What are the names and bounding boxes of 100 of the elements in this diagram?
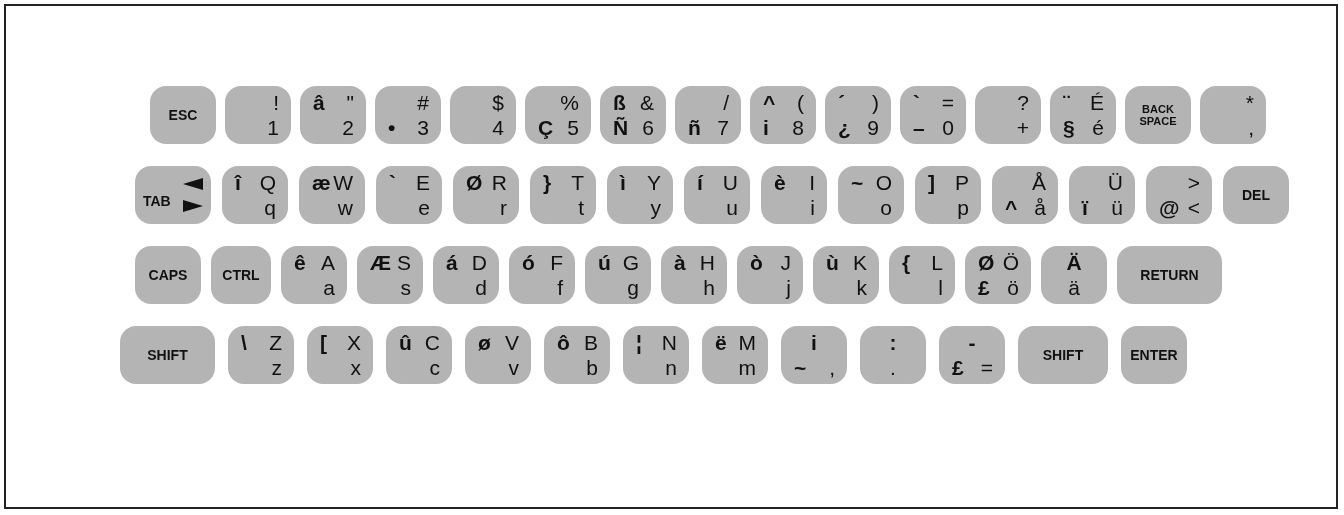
key-cap bbox=[965, 246, 1031, 304]
key-cap bbox=[1200, 86, 1266, 144]
key-legend: q bbox=[264, 197, 276, 219]
key-legend: V bbox=[505, 332, 519, 354]
key-legend: £ bbox=[952, 357, 964, 379]
key-legend: e bbox=[418, 197, 430, 219]
key-legend: * bbox=[1245, 92, 1254, 114]
key-cap bbox=[433, 246, 499, 304]
key-legend: Ø bbox=[466, 172, 483, 194]
key-legend: Ç bbox=[538, 117, 554, 139]
key-legend: x bbox=[350, 357, 361, 379]
key-cap bbox=[1117, 246, 1222, 304]
key-legend: ü bbox=[1111, 197, 1123, 219]
key-cap bbox=[675, 86, 741, 144]
key-label: ESC bbox=[168, 107, 198, 123]
key-legend: j bbox=[786, 277, 791, 299]
key-legend: + bbox=[1016, 117, 1029, 139]
key-legend: â bbox=[313, 92, 325, 114]
key-legend: è bbox=[774, 172, 786, 194]
key-cap bbox=[135, 166, 211, 224]
key-legend: P bbox=[955, 172, 969, 194]
key-legend: î bbox=[235, 172, 241, 194]
key-label: CAPS bbox=[148, 267, 188, 283]
key-cap bbox=[992, 166, 1058, 224]
key-legend: ì bbox=[620, 172, 626, 194]
key-legend: 1 bbox=[267, 117, 279, 139]
key-legend: 5 bbox=[567, 117, 579, 139]
key-cap bbox=[585, 246, 651, 304]
key-cap bbox=[228, 326, 294, 384]
key-legend: [ bbox=[320, 332, 327, 354]
key-legend: F bbox=[550, 252, 563, 274]
key-legend: / bbox=[723, 92, 729, 114]
key-cap bbox=[135, 246, 201, 304]
key-legend: £ bbox=[978, 277, 990, 299]
key-legend: ñ bbox=[688, 117, 701, 139]
key-legend: g bbox=[627, 277, 639, 299]
key-cap bbox=[150, 86, 216, 144]
key-cap bbox=[737, 246, 803, 304]
key-cap bbox=[825, 86, 891, 144]
key-cap bbox=[544, 326, 610, 384]
key-cap bbox=[299, 166, 365, 224]
key-legend: ë bbox=[715, 332, 727, 354]
key-legend: Q bbox=[259, 172, 276, 194]
key-legend: ó bbox=[522, 252, 535, 274]
key-legend: Æ bbox=[370, 252, 391, 274]
key-legend: ê bbox=[294, 252, 306, 274]
key-label: TAB bbox=[143, 193, 171, 209]
key-legend: : bbox=[860, 332, 926, 354]
key-cap bbox=[975, 86, 1041, 144]
key-legend: § bbox=[1063, 117, 1075, 139]
key-legend: 9 bbox=[867, 117, 879, 139]
key-legend: æ bbox=[312, 172, 331, 194]
key-legend: u bbox=[726, 197, 738, 219]
key-legend: 0 bbox=[942, 117, 954, 139]
key-legend: - bbox=[939, 332, 1005, 354]
key-cap bbox=[750, 86, 816, 144]
key-legend: ´ bbox=[838, 92, 845, 114]
key-cap bbox=[838, 166, 904, 224]
key-label: SHIFT bbox=[1042, 347, 1084, 363]
key-legend: H bbox=[699, 252, 715, 274]
key-legend: ú bbox=[598, 252, 611, 274]
key-cap bbox=[889, 246, 955, 304]
key-legend: y bbox=[650, 197, 661, 219]
key-legend: i bbox=[763, 117, 769, 139]
key-legend: U bbox=[722, 172, 738, 194]
key-legend: 6 bbox=[642, 117, 654, 139]
key-legend: é bbox=[1092, 117, 1104, 139]
key-legend: k bbox=[856, 277, 867, 299]
key-legend: t bbox=[578, 197, 584, 219]
key-legend: ¨ bbox=[1063, 92, 1070, 114]
key-label: CTRL bbox=[222, 267, 260, 283]
key-legend: n bbox=[665, 357, 677, 379]
key-label: RETURN bbox=[1140, 267, 1199, 283]
key-legend: ^ bbox=[1005, 197, 1018, 219]
key-legend: C bbox=[424, 332, 440, 354]
key-cap bbox=[1041, 246, 1107, 304]
key-legend: Ñ bbox=[613, 117, 629, 139]
key-legend: S bbox=[397, 252, 411, 274]
key-cap bbox=[453, 166, 519, 224]
key-cap bbox=[684, 166, 750, 224]
key-label: BACK SPACE bbox=[1138, 102, 1178, 127]
key-cap bbox=[386, 326, 452, 384]
key-legend: 2 bbox=[342, 117, 354, 139]
key-legend: W bbox=[333, 172, 353, 194]
key-legend: ) bbox=[872, 92, 879, 114]
key-legend: • bbox=[388, 117, 396, 139]
key-legend: p bbox=[957, 197, 969, 219]
key-legend: ù bbox=[826, 252, 839, 274]
key-legend: R bbox=[491, 172, 507, 194]
key-cap bbox=[600, 86, 666, 144]
key-legend: X bbox=[347, 332, 361, 354]
key-legend: B bbox=[584, 332, 598, 354]
key-legend: a bbox=[323, 277, 335, 299]
key-legend: à bbox=[674, 252, 686, 274]
key-cap bbox=[450, 86, 516, 144]
key-legend: ? bbox=[1017, 92, 1029, 114]
key-legend: \ bbox=[241, 332, 247, 354]
key-legend: – bbox=[913, 117, 925, 139]
key-legend: K bbox=[853, 252, 867, 274]
key-legend: < bbox=[1187, 197, 1200, 219]
